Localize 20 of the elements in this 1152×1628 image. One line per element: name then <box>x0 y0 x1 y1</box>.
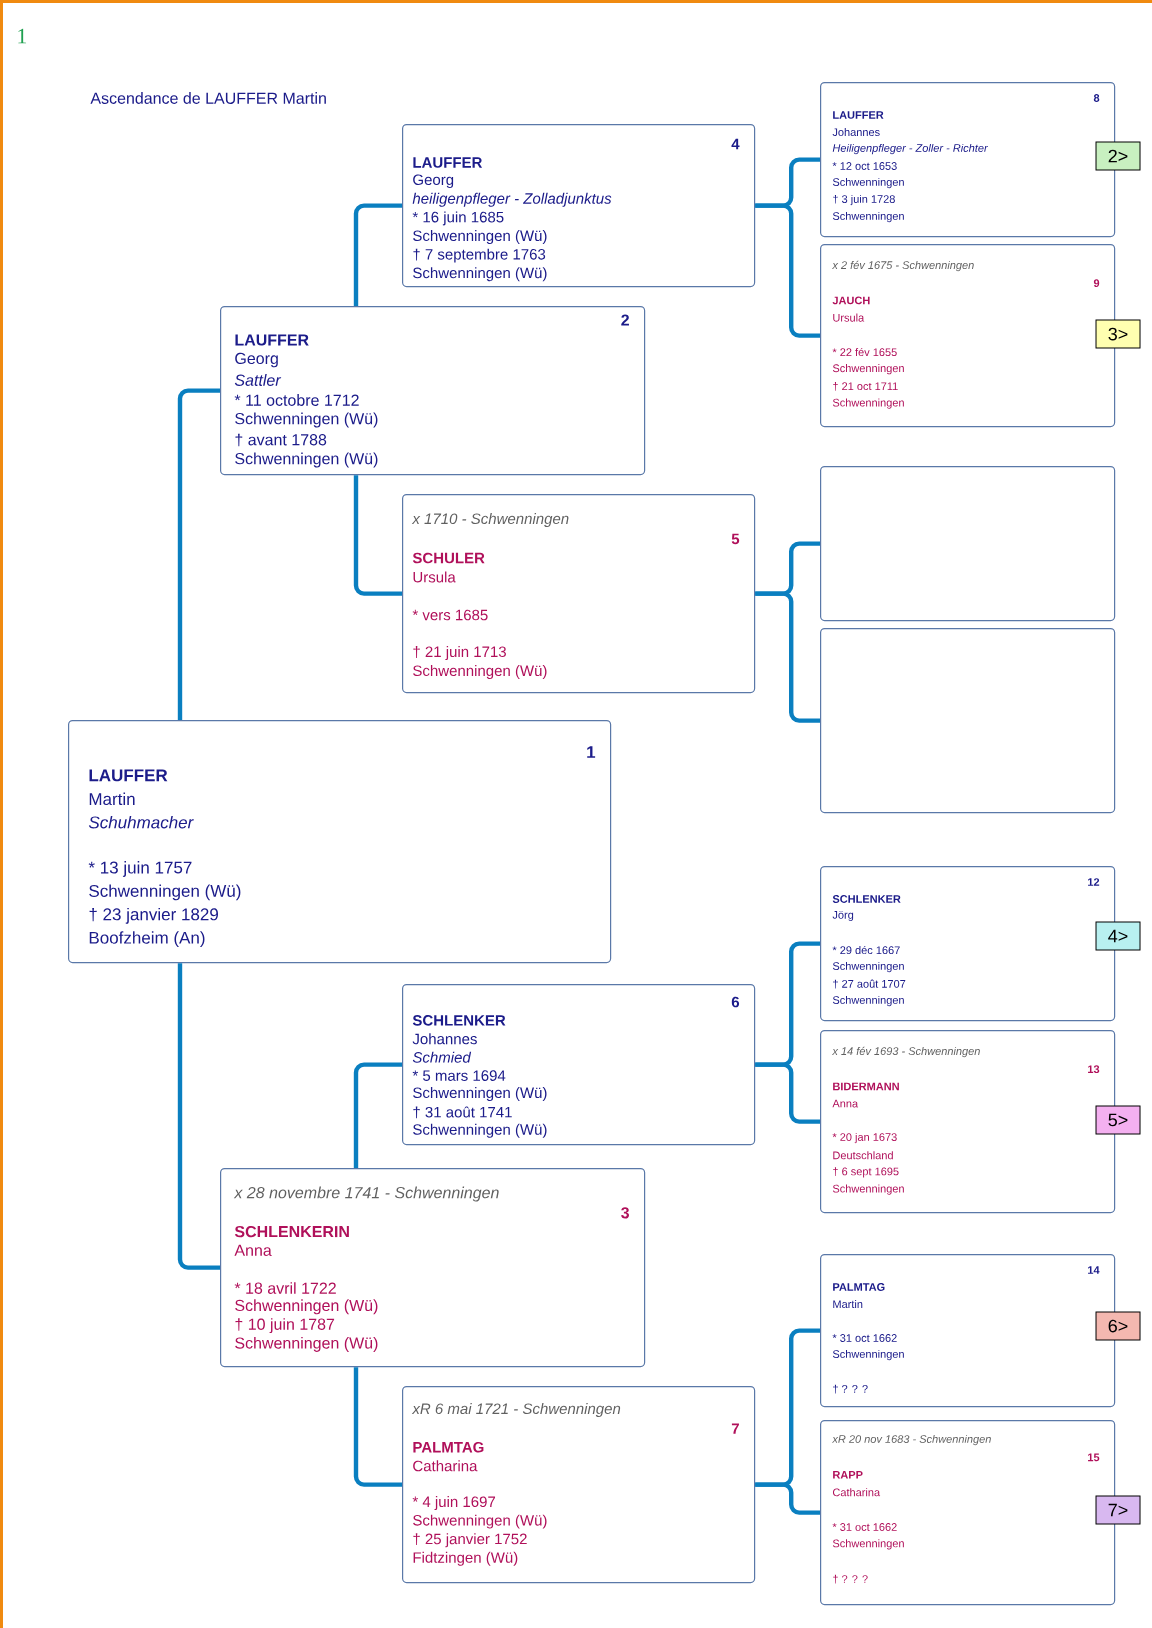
connector-line <box>177 388 220 720</box>
empty-box <box>820 466 1116 622</box>
connector-line <box>353 1062 402 1168</box>
link-button: 7> <box>1095 1495 1141 1525</box>
link-button: 5> <box>1095 1105 1141 1135</box>
connector-line <box>755 1482 820 1515</box>
chart-title: Ascendance de LAUFFER Martin <box>90 92 326 104</box>
connector-line <box>177 963 220 1270</box>
link-button: 6> <box>1095 1311 1141 1341</box>
link-button: 2> <box>1095 141 1141 171</box>
page-number: 1 <box>18 28 27 44</box>
connector-line <box>353 203 402 306</box>
person-card: 2 LAUFFER Georg Sattler * 11 octobre 1712 Schwenningen (Wü) † avant 1788 Schwenningen (Wü) <box>220 306 646 476</box>
connector-line <box>353 1367 402 1487</box>
person-card: 1 LAUFFER Martin Schuhmacher * 13 juin 1757 Schwenningen (Wü) † 23 janvier 1829 Boofzheim (An) <box>68 720 612 964</box>
connector-line <box>353 475 402 596</box>
link-button: 3> <box>1095 319 1141 349</box>
empty-box <box>820 628 1116 814</box>
person-card: x 28 novembre 1741 - Schwenningen 3 SCHLENKERIN Anna * 18 avril 1722 Schwenningen (Wü) † 10 juin 1787 Schwenningen (Wü) <box>220 1168 646 1368</box>
link-button: 4> <box>1095 921 1141 951</box>
